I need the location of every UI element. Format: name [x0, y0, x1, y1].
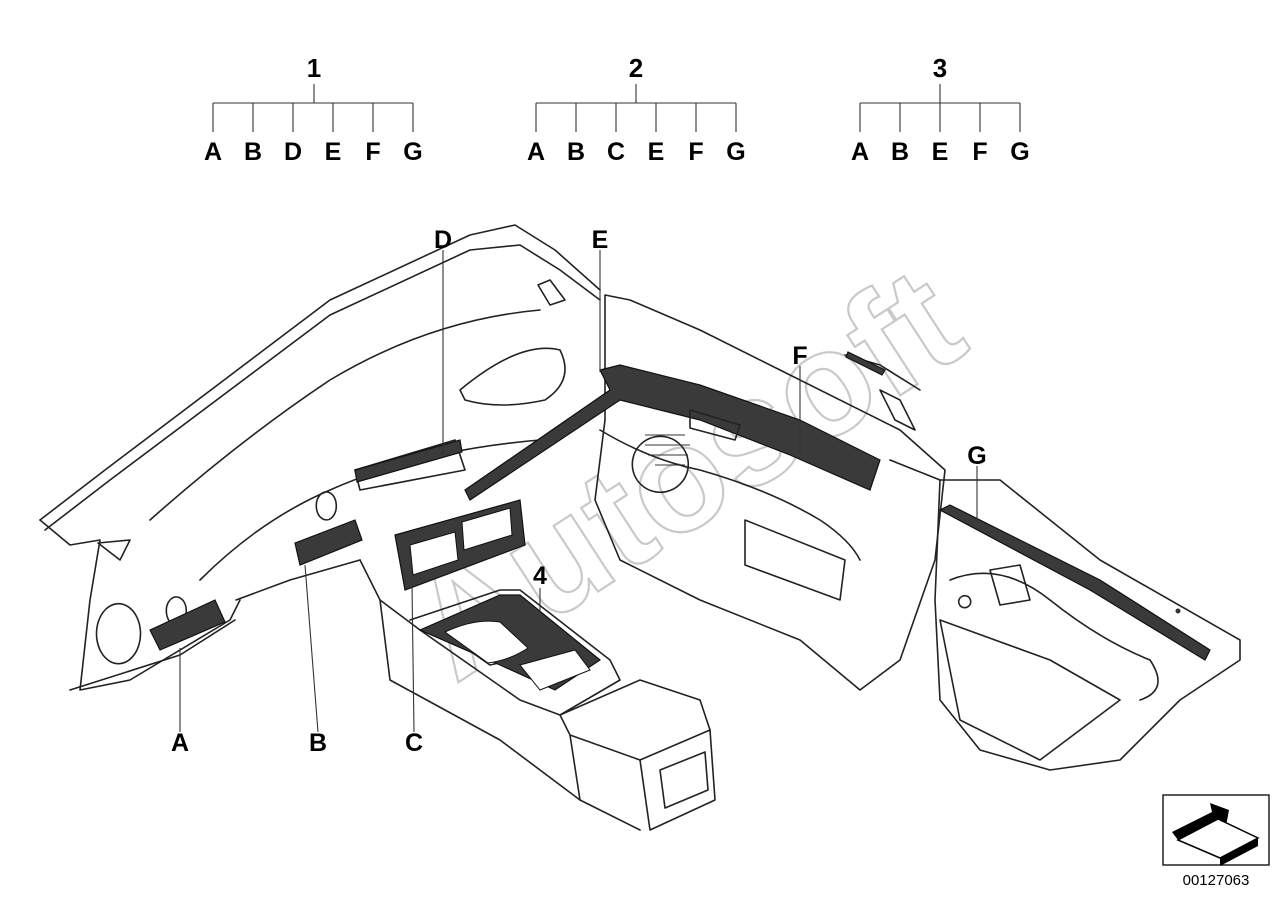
center-console-drawing: [359, 559, 716, 831]
group-2-option-a: A: [527, 138, 545, 166]
callout-a-label: A: [171, 729, 189, 757]
callout-d-label: D: [434, 226, 452, 254]
reference-number: 00127063: [1183, 872, 1250, 889]
group-tree-1: 1 A B D E F G: [204, 53, 423, 166]
callout-c: C: [405, 584, 423, 757]
group-number-2: 2: [629, 53, 643, 83]
dashboard-drawing: [39, 224, 601, 691]
callout-4: 4: [533, 562, 547, 612]
group-1-option-b: B: [244, 138, 262, 166]
callout-e-label: E: [592, 226, 609, 254]
group-2-option-g: G: [726, 138, 745, 166]
callout-4-label: 4: [533, 562, 547, 590]
front-door-drawing: [464, 294, 946, 691]
callout-b-label: B: [309, 729, 327, 757]
group-tree-3: 3 A B E F G: [851, 53, 1030, 166]
group-2-option-b: B: [567, 138, 585, 166]
callout-g-label: G: [967, 442, 986, 470]
group-tree-2: 2 A B C E F G: [527, 53, 746, 166]
callout-a: A: [171, 648, 189, 757]
callout-e: E: [592, 226, 609, 372]
callout-f-label: F: [792, 342, 807, 370]
group-3-option-b: B: [891, 138, 909, 166]
callout-g: G: [967, 442, 987, 522]
callout-b: B: [304, 564, 327, 757]
group-2-option-c: C: [607, 138, 625, 166]
callout-d: D: [434, 226, 452, 455]
callout-c-label: C: [405, 729, 423, 757]
group-1-option-f: F: [365, 138, 380, 166]
reference-box: 00127063: [1162, 794, 1270, 889]
group-3-option-a: A: [851, 138, 869, 166]
group-1-option-g: G: [403, 138, 422, 166]
group-2-option-f: F: [688, 138, 703, 166]
group-3-option-f: F: [972, 138, 987, 166]
group-number-1: 1: [307, 53, 321, 83]
direction-arrow-icon: [1172, 803, 1260, 866]
group-3-option-g: G: [1010, 138, 1029, 166]
group-1-option-d: D: [284, 138, 302, 166]
group-1-option-e: E: [325, 138, 342, 166]
group-3-option-e: E: [932, 138, 949, 166]
callout-f: F: [792, 342, 808, 455]
group-1-option-a: A: [204, 138, 222, 166]
group-number-3: 3: [933, 53, 947, 83]
group-2-option-e: E: [648, 138, 665, 166]
rear-door-drawing: [934, 479, 1241, 771]
